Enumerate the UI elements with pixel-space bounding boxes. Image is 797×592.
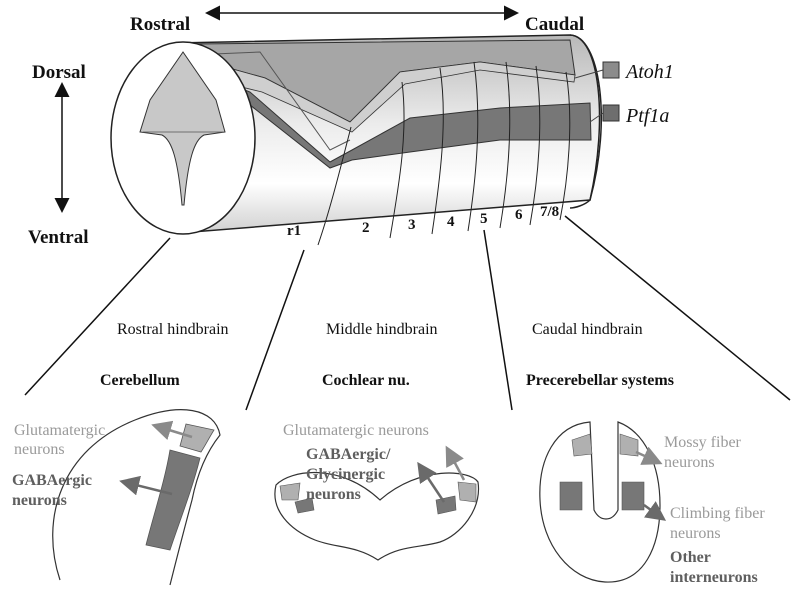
ptf1a-label: Ptf1a <box>625 105 669 127</box>
region-caudal-label: Caudal hindbrain <box>532 321 643 338</box>
other-line2: interneurons <box>670 569 758 586</box>
neural-tube <box>111 35 601 245</box>
rhombomere-label: 3 <box>408 217 416 233</box>
precerebellar-section <box>540 422 662 582</box>
cochlear-gly-line1: GABAergic/ <box>306 446 391 463</box>
cerebellum-gaba-line2: neurons <box>12 492 67 509</box>
atoh1-label: Atoh1 <box>624 61 674 83</box>
cochlear-gly-line3: neurons <box>306 486 361 503</box>
rhombomere-label: 7/8 <box>540 204 559 220</box>
cerebellum-gaba-line1: GABAergic <box>12 472 92 489</box>
climbing-line2: neurons <box>670 525 721 542</box>
rhombomere-label: 5 <box>480 211 488 227</box>
ventral-label: Ventral <box>28 227 89 248</box>
rostral-label: Rostral <box>130 14 190 35</box>
rhombomere-label: 4 <box>447 214 455 230</box>
caudal-label: Caudal <box>525 14 584 35</box>
other-line1: Other <box>670 549 711 566</box>
rhombomere-label: r1 <box>287 223 301 239</box>
mossy-line1: Mossy fiber <box>664 434 742 451</box>
region-rostral-label: Rostral hindbrain <box>117 321 229 338</box>
dorsal-label: Dorsal <box>32 62 86 83</box>
rhombomere-label: 6 <box>515 207 523 223</box>
precerebellar-title: Precerebellar systems <box>526 372 674 389</box>
region-middle-label: Middle hindbrain <box>326 321 438 338</box>
cochlear-glut-label: Glutamatergic neurons <box>283 422 429 439</box>
cochlear-gly-line2: Glycinergic <box>306 466 385 483</box>
rhombomere-label: 2 <box>362 220 370 236</box>
cochlear-title: Cochlear nu. <box>322 372 410 389</box>
mossy-line2: neurons <box>664 454 715 471</box>
climbing-line1: Climbing fiber <box>670 505 765 522</box>
atoh1-swatch <box>603 62 619 78</box>
cerebellum-glut-line1: Glutamatergic <box>14 422 105 439</box>
cerebellum-title: Cerebellum <box>100 372 180 389</box>
ptf1a-swatch <box>603 105 619 121</box>
cerebellum-glut-line2: neurons <box>14 441 65 458</box>
